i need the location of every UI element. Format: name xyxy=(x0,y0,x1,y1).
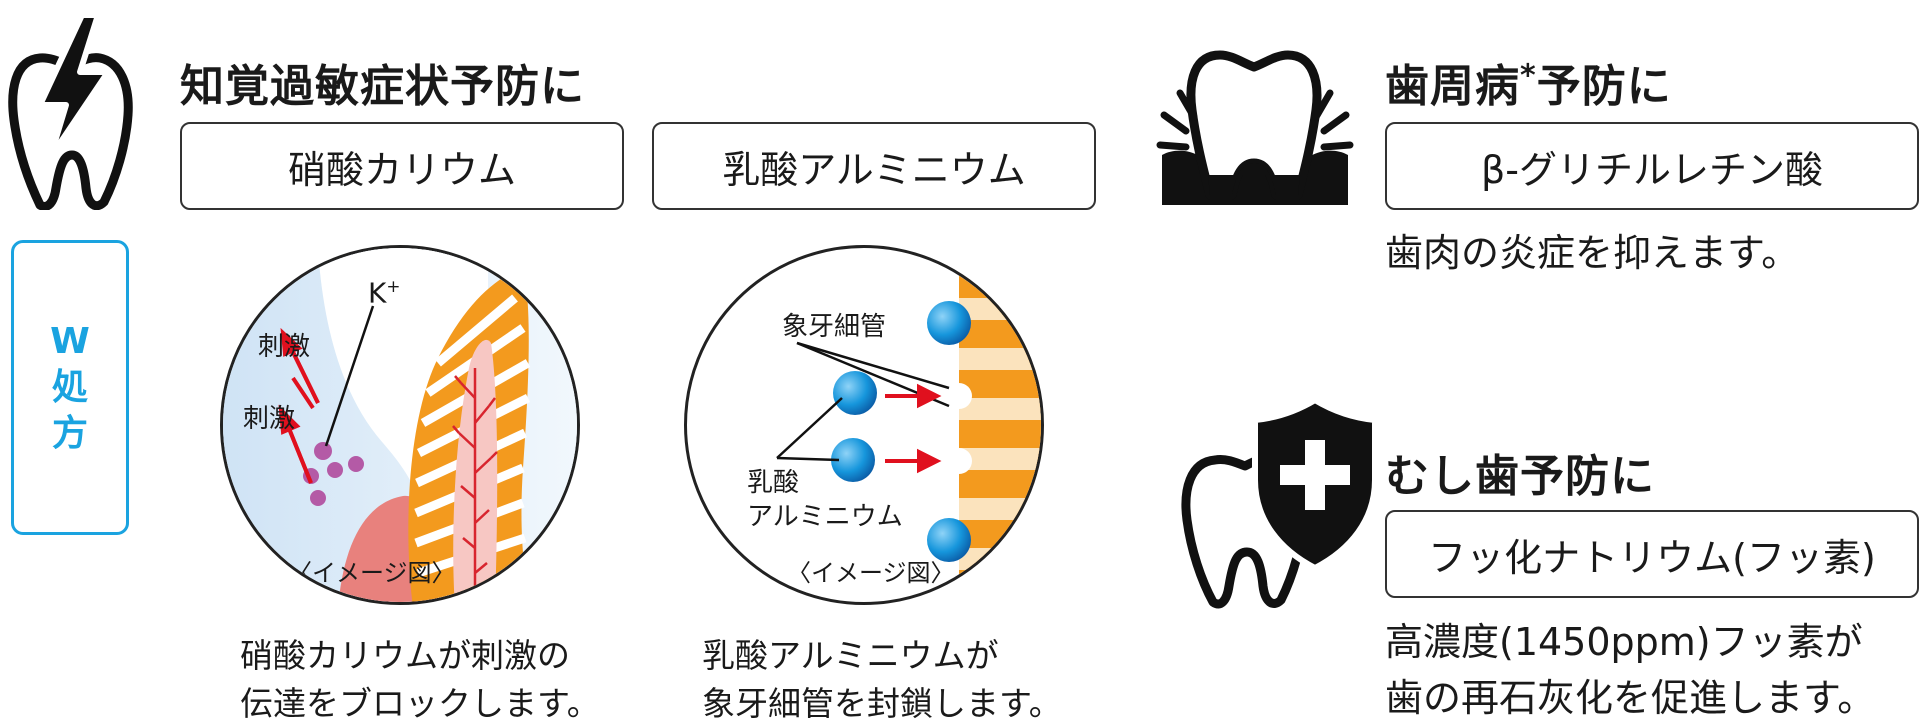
periodontal-heading-tail: 予防に xyxy=(1536,61,1672,112)
sensitivity-heading: 知覚過敏症状予防に xyxy=(180,61,585,112)
w-badge-char-3: 方 xyxy=(51,412,88,454)
compound-label-line-2: アルミニウム xyxy=(747,502,903,532)
stimulus-label-1: 刺激 xyxy=(258,332,311,362)
stimulus-label-2: 刺激 xyxy=(243,404,296,434)
potassium-ion-label: K+ xyxy=(368,276,400,309)
w-badge-char-2: 処 xyxy=(51,366,88,408)
gum-disease-tooth-icon xyxy=(1150,35,1360,215)
figure-1-illustration xyxy=(223,248,577,602)
figure-1-caption: 〈イメージ図〉 xyxy=(288,559,456,587)
desc-2-line-2: 象牙細管を封鎖します。 xyxy=(702,684,1062,723)
ingredient-box-sodium-fluoride: フッ化ナトリウム(フッ素) xyxy=(1385,510,1919,598)
desc-1-line-2: 伝達をブロックします。 xyxy=(240,684,600,723)
compound-label-line-1: 乳酸 xyxy=(747,468,800,498)
ion-charge: + xyxy=(386,276,401,296)
desc-1-line-1: 硝酸カリウムが刺激の xyxy=(240,636,570,675)
compound-label: 乳酸 アルミニウム xyxy=(747,466,903,534)
w-formula-badge: W 処 方 xyxy=(11,240,129,535)
w-badge-char-1: W xyxy=(50,320,90,362)
periodontal-heading-main: 歯周病 xyxy=(1385,61,1520,112)
periodontal-footnote-mark: * xyxy=(1520,58,1537,94)
figure-2-caption: 〈イメージ図〉 xyxy=(787,559,955,587)
cavity-desc-line-2: 歯の再石灰化を促進します。 xyxy=(1385,676,1876,720)
ion-symbol: K xyxy=(368,276,387,310)
aluminum-lactate-figure: 象牙細管 乳酸 アルミニウム 〈イメージ図〉 xyxy=(684,245,1044,605)
potassium-nitrate-description: 硝酸カリウムが刺激の 伝達をブロックします。 xyxy=(240,632,600,728)
ingredient-box-aluminum-lactate: 乳酸アルミニウム xyxy=(652,122,1096,210)
ingredient-box-glycyrrhetinic-acid: β-グリチルレチン酸 xyxy=(1385,122,1919,210)
tubule-label: 象牙細管 xyxy=(782,312,887,342)
aluminum-lactate-description: 乳酸アルミニウムが 象牙細管を封鎖します。 xyxy=(702,632,1062,728)
cavity-heading: むし歯予防に xyxy=(1385,451,1655,502)
periodontal-heading: 歯周病*予防に xyxy=(1385,50,1672,114)
desc-2-line-1: 乳酸アルミニウムが xyxy=(702,636,999,675)
ingredient-box-potassium-nitrate: 硝酸カリウム xyxy=(180,122,624,210)
cavity-description: 高濃度(1450ppm)フッ素が 歯の再石灰化を促進します。 xyxy=(1385,614,1875,726)
potassium-nitrate-figure: K+ 刺激 刺激 〈イメージ図〉 xyxy=(220,245,580,605)
cavity-desc-line-1: 高濃度(1450ppm)フッ素が xyxy=(1385,620,1863,664)
tooth-shield-icon xyxy=(1175,390,1375,610)
periodontal-description: 歯肉の炎症を抑えます。 xyxy=(1385,231,1800,275)
figure-2-illustration xyxy=(776,248,1041,602)
sensitive-tooth-lightning-icon xyxy=(0,10,140,210)
